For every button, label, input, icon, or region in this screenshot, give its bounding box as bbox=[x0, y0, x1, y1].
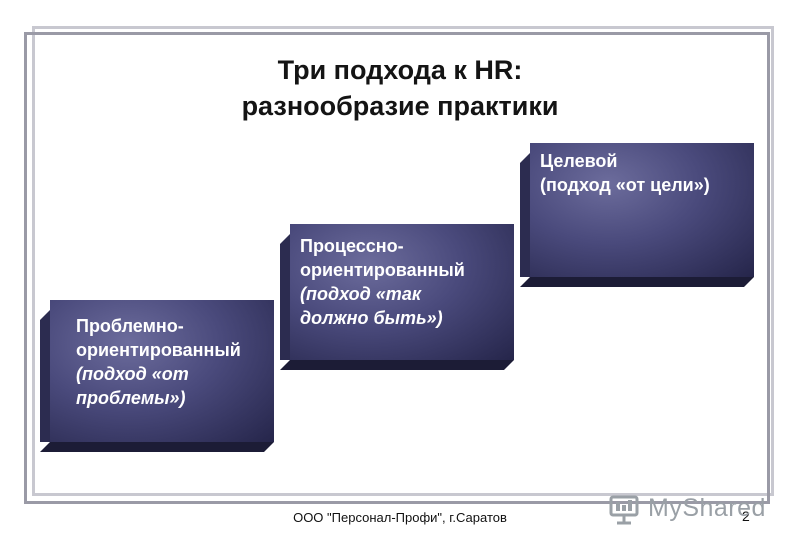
box-side bbox=[40, 310, 50, 442]
box-title-1: Проблемно- bbox=[76, 316, 184, 336]
box-bottom bbox=[280, 360, 514, 370]
slide-frame-front bbox=[24, 32, 770, 504]
slide-footer: ООО "Персонал-Профи", г.Саратов bbox=[293, 510, 507, 525]
box-title-2: ориентированный bbox=[300, 260, 465, 280]
box-subtitle-1: (подход «от bbox=[76, 364, 189, 384]
box-text: Процессно- ориентированный (подход «так … bbox=[300, 234, 504, 330]
page-number: 2 bbox=[742, 508, 750, 524]
myshared-logo: MyShared bbox=[608, 492, 768, 526]
box-side bbox=[520, 153, 530, 277]
slide-frame-back bbox=[32, 26, 774, 496]
box-title-2: (подход «от цели») bbox=[540, 175, 710, 195]
box-subtitle-2: должно быть») bbox=[300, 308, 443, 328]
box-subtitle-1: (подход «так bbox=[300, 284, 421, 304]
box-title-1: Целевой bbox=[540, 151, 618, 171]
slide-title: Три подхода к HR: разнообразие практики bbox=[0, 52, 800, 124]
box-bottom bbox=[520, 277, 754, 287]
box-title-2: ориентированный bbox=[76, 340, 241, 360]
watermark-text: MyShared bbox=[648, 494, 766, 522]
presentation-icon bbox=[609, 495, 639, 525]
title-line-1: Три подхода к HR: bbox=[277, 55, 523, 85]
box-face bbox=[290, 224, 514, 360]
approach-box-process: Процессно- ориентированный (подход «так … bbox=[280, 224, 514, 360]
approach-box-problem: Проблемно- ориентированный (подход «от п… bbox=[40, 300, 274, 442]
title-line-2: разнообразие практики bbox=[241, 91, 559, 121]
box-face bbox=[530, 143, 754, 277]
box-face bbox=[50, 300, 274, 442]
box-title-1: Процессно- bbox=[300, 236, 404, 256]
box-text: Проблемно- ориентированный (подход «от п… bbox=[76, 314, 264, 410]
box-bottom bbox=[40, 442, 274, 452]
box-subtitle-2: проблемы») bbox=[76, 388, 186, 408]
box-text: Целевой (подход «от цели») bbox=[540, 149, 744, 197]
box-side bbox=[280, 234, 290, 360]
approach-box-goal: Целевой (подход «от цели») bbox=[520, 143, 754, 277]
